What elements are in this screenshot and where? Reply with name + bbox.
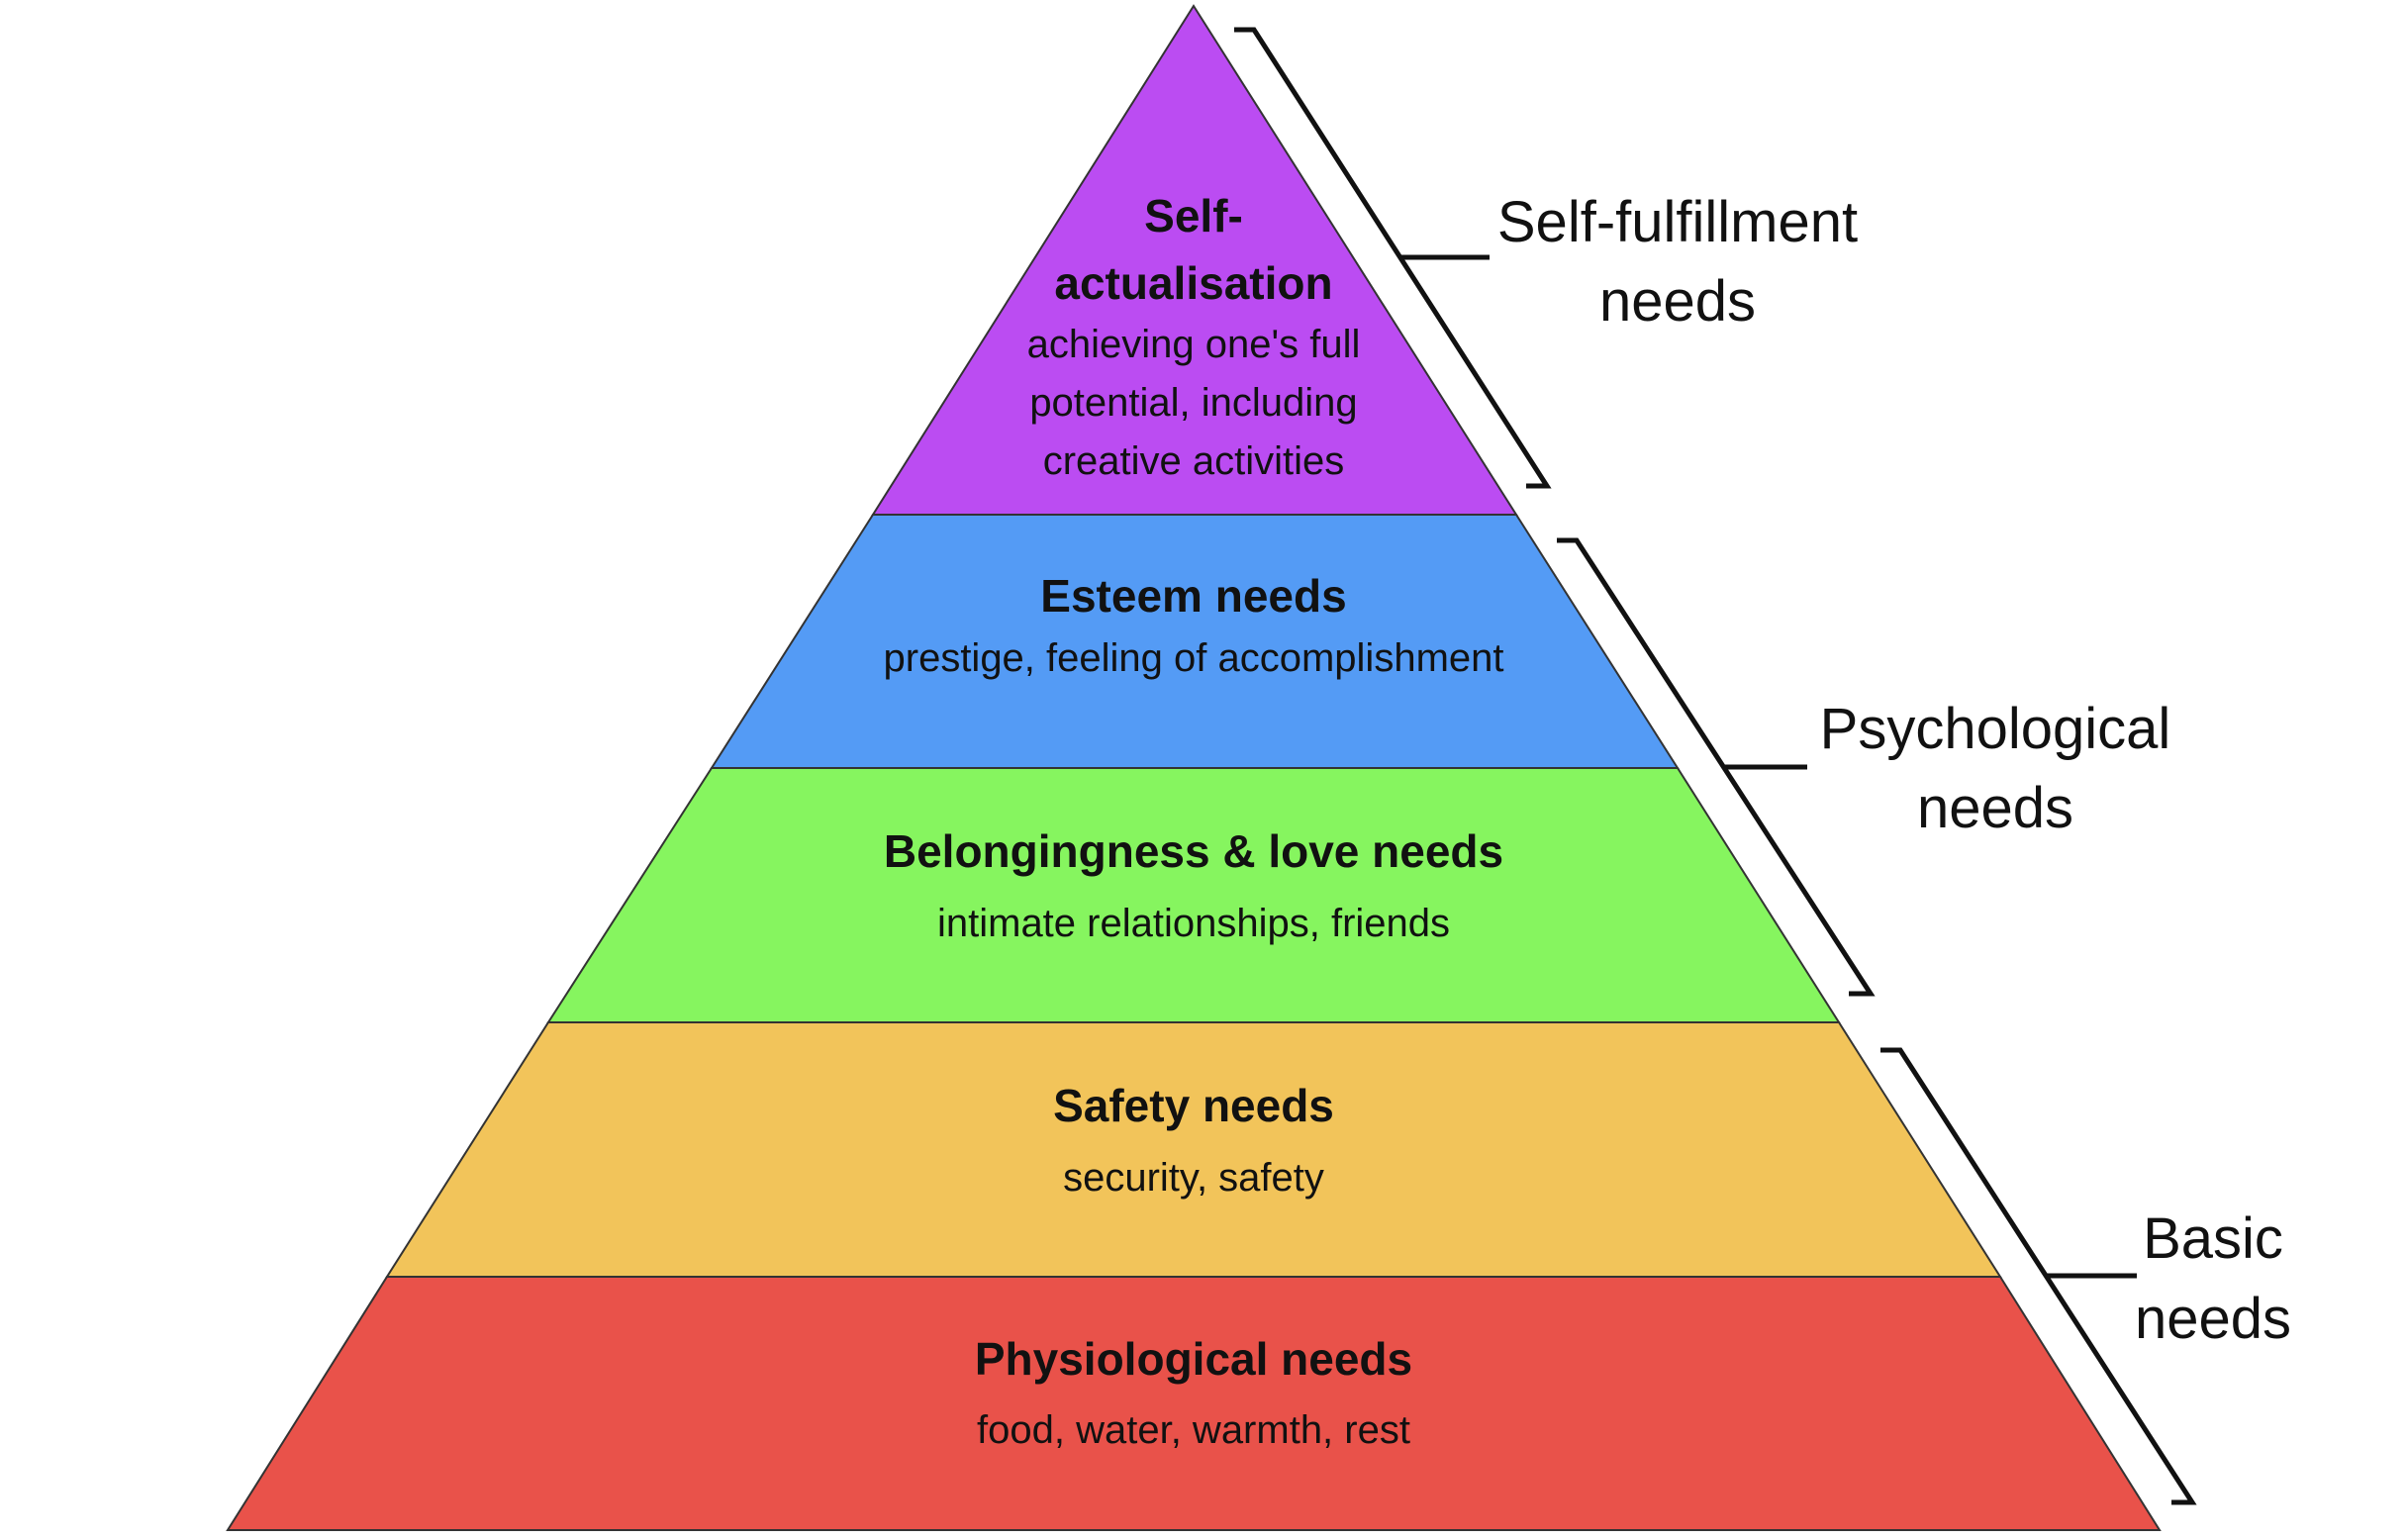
- tier-physiological-title: Physiological needs: [975, 1333, 1412, 1385]
- tier-esteem-desc: prestige, feeling of accomplishment: [884, 636, 1504, 680]
- tier-self-actualisation-title-line-1: Self-: [1144, 190, 1243, 241]
- basic-label-line-2: needs: [2135, 1287, 2291, 1351]
- group-self-fulfillment: Self-fulfillment needs: [1234, 27, 1858, 489]
- tier-belongingness: Belongingness & love needs intimate rela…: [546, 767, 1841, 1023]
- group-psychological: Psychological needs: [1557, 537, 2171, 997]
- tier-safety-title: Safety needs: [1053, 1080, 1334, 1131]
- tier-self-actualisation-desc-line-3: creative activities: [1043, 439, 1345, 483]
- tier-self-actualisation: Self- actualisation achieving one's full…: [871, 4, 1518, 516]
- tier-belongingness-title: Belongingness & love needs: [884, 825, 1503, 877]
- group-basic: Basic needs: [1880, 1047, 2291, 1505]
- tier-self-actualisation-desc-line-2: potential, including: [1029, 381, 1357, 425]
- tier-safety: Safety needs security, safety: [385, 1021, 2002, 1278]
- tier-esteem: Esteem needs prestige, feeling of accomp…: [710, 514, 1680, 769]
- tier-self-actualisation-title-line-2: actualisation: [1054, 257, 1332, 309]
- tier-safety-desc: security, safety: [1063, 1156, 1324, 1200]
- tier-belongingness-shape: [546, 767, 1841, 1023]
- tier-physiological: Physiological needs food, water, warmth,…: [226, 1276, 2162, 1531]
- tier-physiological-desc: food, water, warmth, rest: [977, 1408, 1410, 1452]
- psychological-label-line-1: Psychological: [1820, 697, 2171, 761]
- tier-esteem-title: Esteem needs: [1040, 570, 1346, 622]
- tier-self-actualisation-desc-line-1: achieving one's full: [1027, 323, 1361, 366]
- psychological-label-line-2: needs: [1917, 776, 2073, 840]
- tier-physiological-shape: [226, 1276, 2162, 1531]
- basic-label-line-1: Basic: [2143, 1206, 2283, 1271]
- self-fulfillment-label-line-2: needs: [1599, 269, 1756, 334]
- tier-belongingness-desc: intimate relationships, friends: [937, 902, 1450, 945]
- tier-safety-shape: [385, 1021, 2002, 1278]
- self-fulfillment-label-line-1: Self-fulfillment: [1497, 190, 1858, 254]
